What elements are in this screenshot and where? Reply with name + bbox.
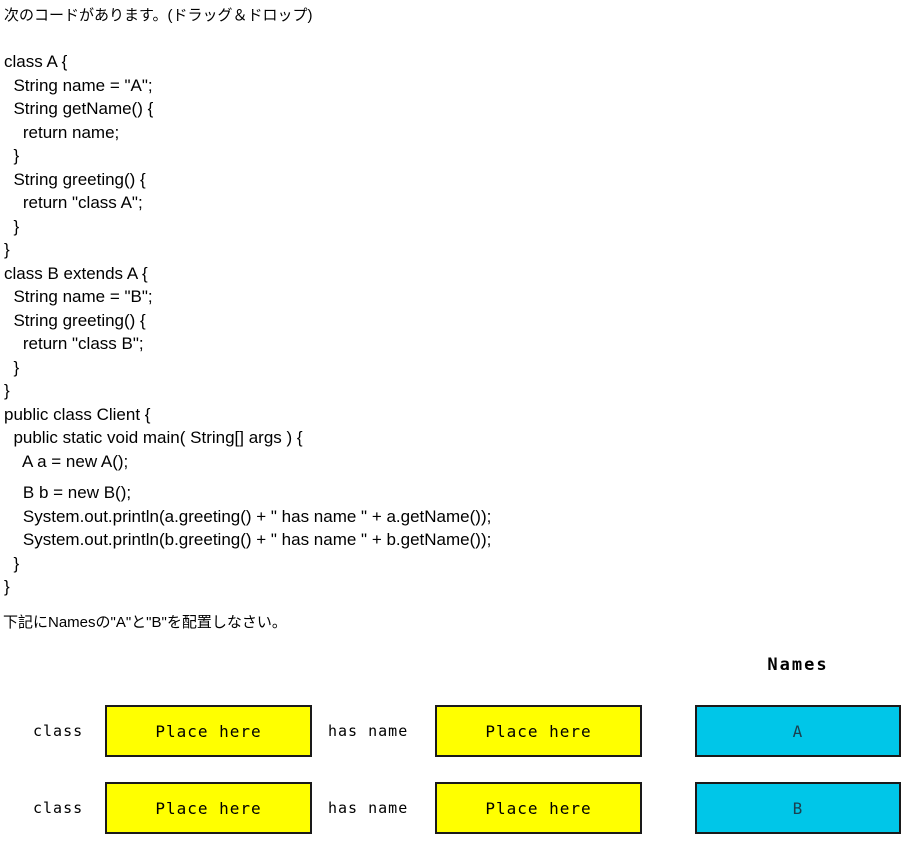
- drag-item-b[interactable]: B: [695, 782, 901, 834]
- code-line: }: [4, 146, 20, 165]
- code-line: A a = new A();: [4, 451, 129, 471]
- code-block: class A { String name = "A"; String getN…: [4, 50, 491, 599]
- code-line: System.out.println(a.greeting() + " has …: [4, 506, 492, 526]
- code-line: System.out.println(b.greeting() + " has …: [4, 530, 492, 549]
- code-line: }: [4, 357, 20, 377]
- class-label: class: [33, 722, 84, 740]
- drop-target-name-1[interactable]: Place here: [435, 705, 642, 757]
- code-line: String greeting() {: [4, 310, 146, 330]
- code-line: String name = "A";: [4, 75, 153, 95]
- code-line: }: [4, 381, 10, 400]
- code-line: return name;: [4, 122, 120, 142]
- code-line: String greeting() {: [4, 169, 146, 189]
- has-name-label: has name: [328, 799, 409, 817]
- page-title: 次のコードがあります。(ドラッグ＆ドロップ): [4, 7, 313, 24]
- code-line: class A {: [4, 52, 68, 71]
- code-line: return "class A";: [4, 193, 143, 212]
- code-line: [4, 473, 491, 481]
- code-line: public static void main( String[] args )…: [4, 428, 303, 447]
- drop-row-2: class Place here has name Place here B: [0, 782, 908, 834]
- code-line: return "class B";: [4, 334, 144, 353]
- has-name-label: has name: [328, 722, 409, 740]
- drop-target-name-2[interactable]: Place here: [435, 782, 642, 834]
- class-label: class: [33, 799, 84, 817]
- code-line: String name = "B";: [4, 287, 153, 306]
- code-line: public class Client {: [4, 404, 151, 424]
- code-line: }: [4, 240, 10, 259]
- code-line: String getName() {: [4, 99, 154, 118]
- drop-row-1: class Place here has name Place here A: [0, 705, 908, 757]
- instruction: 下記にNamesの"A"と"B"を配置しなさい。: [3, 614, 287, 631]
- code-line: class B extends A {: [4, 263, 148, 283]
- code-line: }: [4, 577, 10, 596]
- drop-target-class-1[interactable]: Place here: [105, 705, 312, 757]
- drag-item-a[interactable]: A: [695, 705, 901, 757]
- code-line: }: [4, 553, 20, 573]
- names-header: Names: [767, 655, 829, 675]
- drop-target-class-2[interactable]: Place here: [105, 782, 312, 834]
- code-line: B b = new B();: [4, 483, 132, 502]
- code-line: }: [4, 216, 20, 236]
